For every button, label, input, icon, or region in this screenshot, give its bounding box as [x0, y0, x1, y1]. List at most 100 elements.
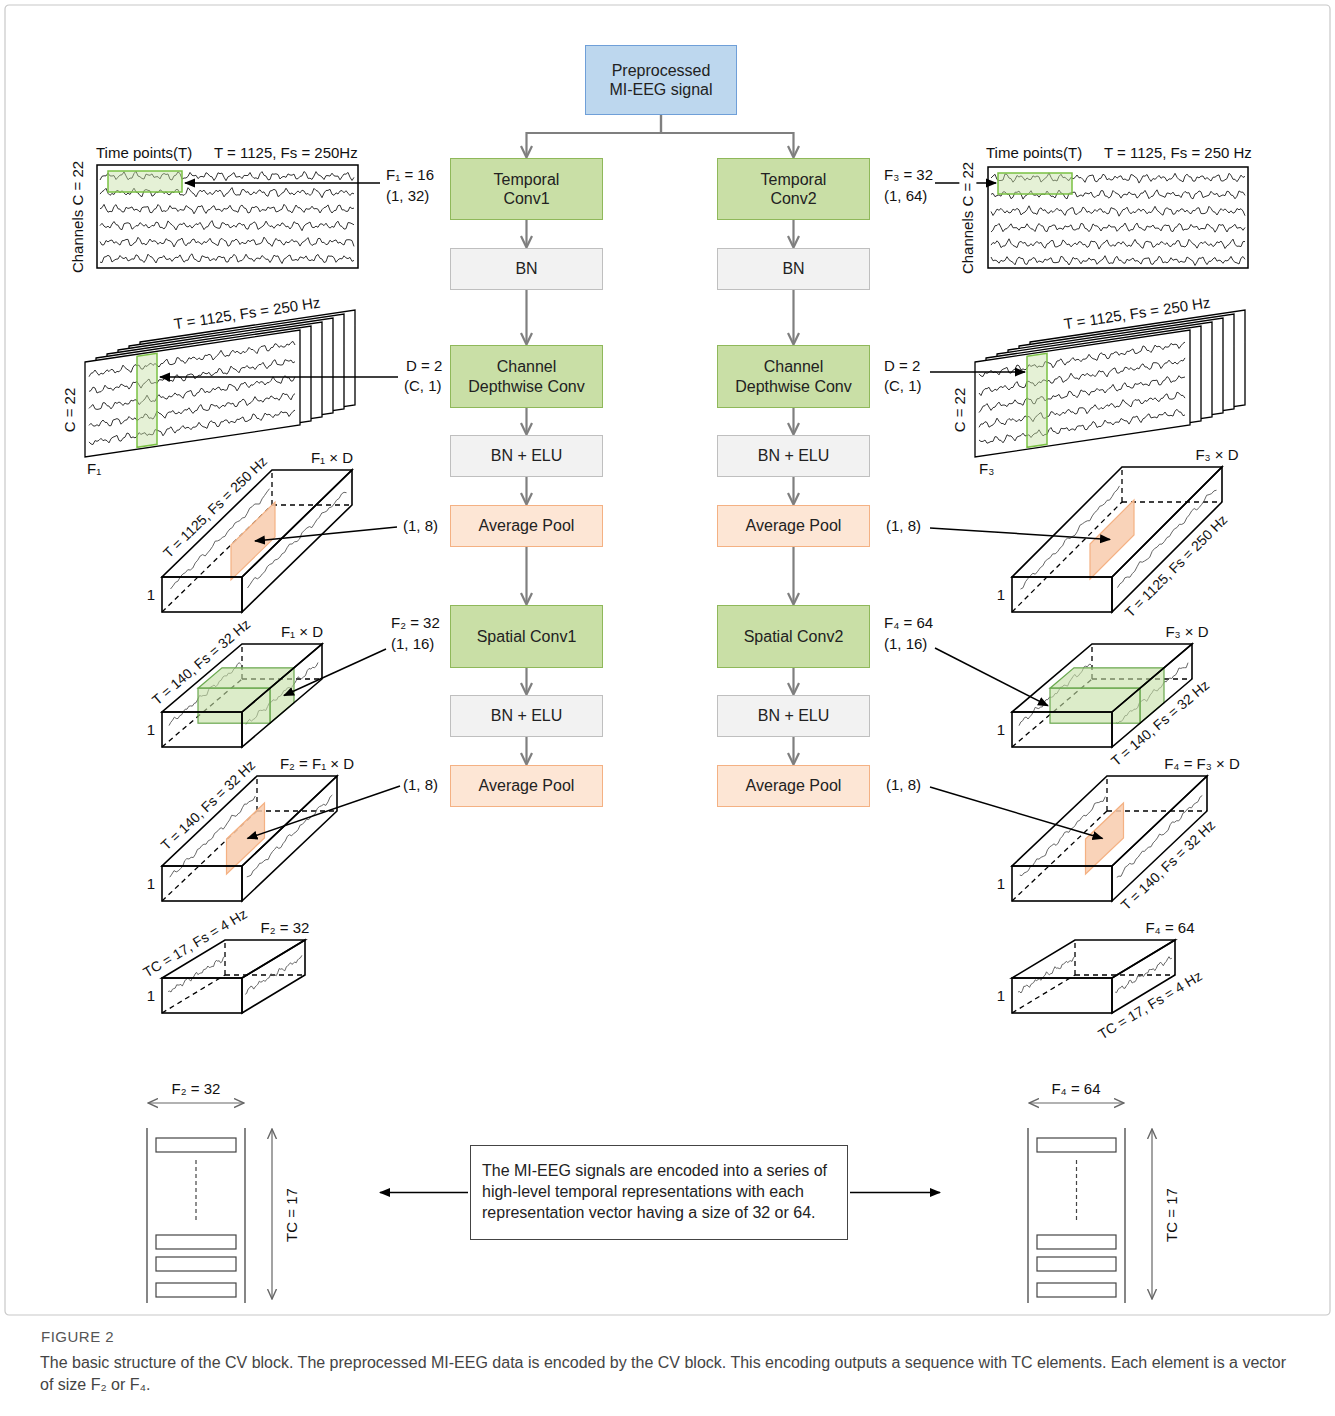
- eeg-wave: [100, 237, 354, 247]
- flow-arrow: [792, 547, 794, 604]
- sequence-output: [147, 1103, 272, 1303]
- dimension-label: F₂ = 32: [390, 614, 441, 631]
- eeg-wave: [991, 239, 1245, 249]
- dimension-arrow: [1151, 1129, 1152, 1299]
- bn-box: BN + ELU: [717, 435, 870, 477]
- dimension-label: F₁ = 16: [385, 166, 435, 183]
- eeg-wave: [100, 204, 354, 214]
- conv-box: Channel Depthwise Conv: [717, 345, 870, 408]
- dimension-label: F₄ = 64: [883, 614, 934, 631]
- flow-arrow: [792, 477, 794, 504]
- dimension-label: F₂ = 32: [260, 919, 311, 936]
- drawing-part: [146, 1128, 147, 1303]
- kernel-highlight: [108, 171, 182, 192]
- conv-box: Spatial Conv2: [717, 605, 870, 668]
- pointer-arrow: [380, 1192, 468, 1194]
- dimension-label: F₃ × D: [1194, 446, 1239, 463]
- pointer-arrow: [284, 649, 386, 696]
- drawing-part: [242, 644, 322, 747]
- drawing-part: [1076, 1160, 1077, 1220]
- node-text: BN + ELU: [491, 706, 563, 725]
- tensor-box: [1012, 776, 1207, 901]
- flow-arrow: [792, 408, 794, 434]
- pointer-arrow: [255, 527, 397, 541]
- dimension-label: F₂ = 32: [171, 1080, 222, 1097]
- node-text: Spatial Conv2: [744, 627, 844, 646]
- flow-arrow: [792, 220, 794, 247]
- node-text: Temporal Conv1: [477, 170, 577, 208]
- dimension-label: (1, 8): [885, 517, 922, 534]
- flow-arrow: [792, 668, 794, 694]
- pointer-arrow: [248, 786, 401, 839]
- vector-slot: [1037, 1283, 1116, 1297]
- dimension-label: F₄ = 64: [1144, 919, 1195, 936]
- node-text: Channel Depthwise Conv: [462, 357, 592, 395]
- eeg-signal: [988, 167, 1248, 268]
- node-text: Average Pool: [746, 776, 842, 795]
- dimension-arrow: [271, 1129, 272, 1299]
- bn-box: BN: [717, 248, 870, 290]
- bn-box: BN + ELU: [450, 695, 603, 737]
- dimension-label: F₃ × D: [1164, 623, 1209, 640]
- pointer-arrow: [160, 376, 398, 378]
- eeg-wave: [89, 341, 295, 376]
- flow-arrow: [525, 547, 527, 604]
- drawing-part: [162, 866, 242, 901]
- drawing-part: [1124, 1128, 1125, 1303]
- dimension-label: (C, 1): [403, 377, 443, 394]
- dimension-label: 1: [146, 721, 156, 738]
- node-text: The MI-EEG signals are encoded into a se…: [482, 1161, 836, 1223]
- node-text: Average Pool: [479, 776, 575, 795]
- bn-box: BN + ELU: [717, 695, 870, 737]
- node-text: Spatial Conv1: [477, 627, 577, 646]
- conv-box: Temporal Conv1: [450, 158, 603, 220]
- dimension-label: (1, 64): [883, 187, 928, 204]
- dimension-arrow: [1029, 1102, 1124, 1103]
- dimension-label: 1: [996, 987, 1006, 1004]
- dimension-label: TC = 17: [283, 1187, 300, 1243]
- dimension-label: Time points(T): [985, 144, 1083, 161]
- figure-frame: [5, 5, 1330, 1315]
- dimension-label: F₁: [86, 460, 102, 477]
- dimension-label: (1, 8): [402, 776, 439, 793]
- conv-box: Temporal Conv2: [717, 158, 870, 220]
- hidden-edge: [1012, 644, 1192, 747]
- dimension-label: Channels C = 22: [69, 160, 86, 274]
- pool-window: [231, 502, 275, 580]
- dimension-arrow: [148, 1102, 244, 1103]
- dimension-label: T = 1125, Fs = 250 Hz: [1103, 144, 1253, 161]
- drawing-part: [1012, 866, 1112, 901]
- node-text: Preprocessed MI-EEG signal: [599, 61, 723, 99]
- flow-arrow: [661, 115, 794, 157]
- dimension-label: Time points(T): [95, 144, 193, 161]
- pointer-arrow: [935, 648, 1048, 706]
- dimension-label: TC = 17, Fs = 4 Hz: [140, 905, 251, 981]
- pool-box: Average Pool: [717, 505, 870, 547]
- drawing-part: [1012, 940, 1175, 978]
- conv-box: Spatial Conv1: [450, 605, 603, 668]
- dimension-label: F₄ = 64: [1050, 1080, 1101, 1097]
- drawing-part: [1012, 577, 1112, 612]
- vector-slot: [156, 1257, 236, 1271]
- pointer-arrow: [185, 182, 380, 184]
- pointer-arrow: [850, 1192, 940, 1194]
- drawing-part: [85, 330, 300, 457]
- dimension-label: (1, 16): [390, 635, 435, 652]
- pool-box: Average Pool: [450, 505, 603, 547]
- kernel-highlight: [998, 173, 1072, 194]
- flow-arrow: [525, 668, 527, 694]
- eeg-wave: [1018, 956, 1075, 993]
- eeg-signal: [97, 165, 358, 268]
- drawing-part: [975, 330, 1190, 457]
- drawing-part: [1012, 712, 1112, 747]
- dimension-label: 1: [996, 875, 1006, 892]
- conv-kernel: [1050, 688, 1140, 723]
- eeg-wave: [991, 206, 1245, 216]
- tensor-box: [162, 644, 322, 747]
- eeg-wave: [89, 410, 295, 444]
- hidden-edge: [1012, 776, 1207, 901]
- drawing-part: [242, 776, 337, 901]
- drawing-part: [162, 577, 242, 612]
- figure-caption: The basic structure of the CV block. The…: [40, 1352, 1295, 1395]
- eeg-wave: [100, 254, 354, 264]
